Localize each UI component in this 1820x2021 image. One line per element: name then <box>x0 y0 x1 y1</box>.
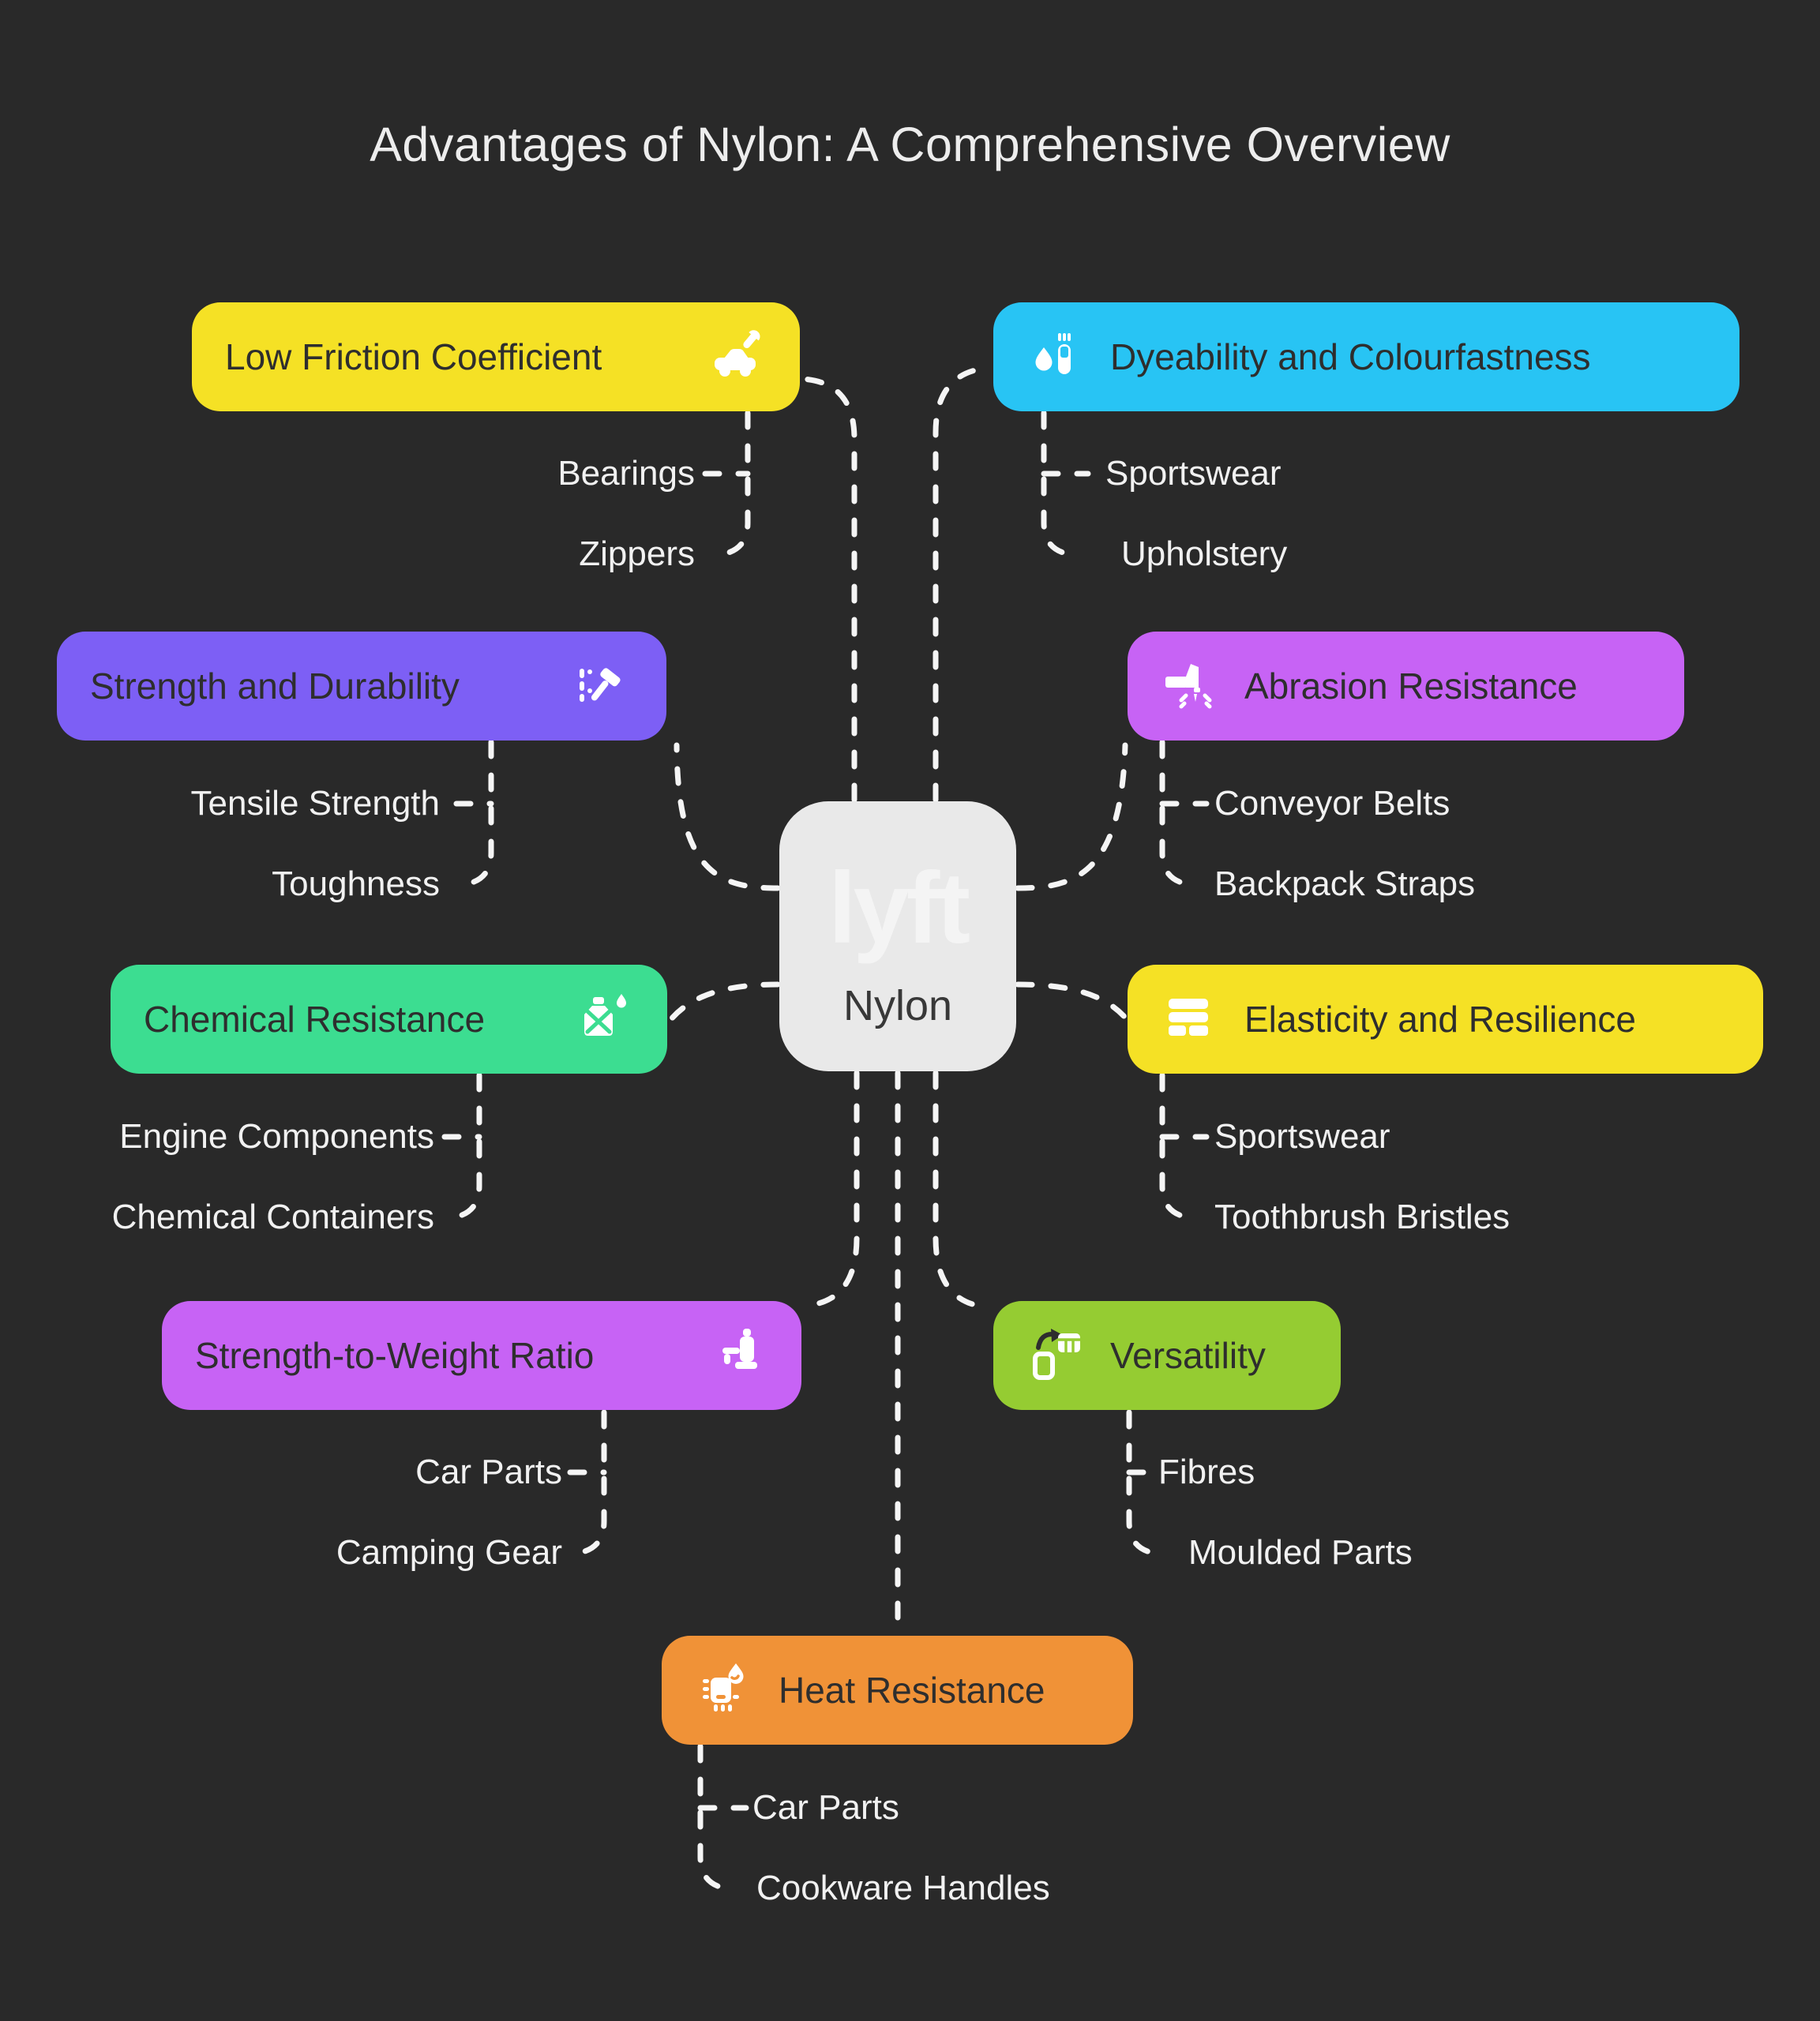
child-label: Tensile Strength <box>190 784 440 823</box>
connector-chemical-children <box>441 1072 482 1221</box>
node-elasticity: Elasticity and Resilience <box>1128 965 1763 1074</box>
child-label: Toothbrush Bristles <box>1214 1198 1510 1236</box>
center-node-nylon: lyft Nylon <box>779 801 1016 1071</box>
node-label: Chemical Resistance <box>144 999 486 1040</box>
connector-heat-children <box>697 1743 749 1892</box>
child-label: Bearings <box>557 454 695 493</box>
child-label: Chemical Containers <box>111 1198 434 1236</box>
child-label: Moulded Parts <box>1188 1533 1413 1572</box>
hammer-spark-icon <box>1161 658 1221 714</box>
connector-low-friction-children <box>702 410 751 558</box>
page-title: Advantages of Nylon: A Comprehensive Ove… <box>370 118 1450 171</box>
node-label: Strength and Durability <box>90 666 460 707</box>
node-heat: Heat Resistance <box>662 1636 1133 1745</box>
child-label: Camping Gear <box>336 1533 562 1572</box>
connector-dyeability-children <box>1041 410 1091 558</box>
dye-droplet-tube-icon <box>1026 328 1086 385</box>
node-dyeability: Dyeability and Colourfastness <box>993 302 1739 411</box>
connector-strength-weight-children <box>567 1409 607 1557</box>
child-label: Fibres <box>1158 1453 1255 1491</box>
child-label: Sportswear <box>1214 1117 1390 1156</box>
child-label: Cookware Handles <box>756 1869 1050 1907</box>
connector-center-to-strength-weight <box>801 1070 860 1309</box>
node-label: Strength-to-Weight Ratio <box>195 1335 595 1376</box>
child-label: Sportswear <box>1105 454 1282 493</box>
node-abrasion: Abrasion Resistance <box>1128 632 1684 741</box>
hammer-strike-icon <box>573 658 633 714</box>
node-label: Elasticity and Resilience <box>1244 999 1637 1040</box>
child-label: Car Parts <box>415 1453 562 1491</box>
connector-elasticity-children <box>1159 1072 1210 1221</box>
node-strength-durability: Strength and Durability <box>57 632 666 741</box>
child-label: Conveyor Belts <box>1214 784 1450 823</box>
node-label: Versatility <box>1110 1335 1266 1376</box>
connector-center-to-dyeability <box>933 365 992 803</box>
child-label: Engine Components <box>119 1117 434 1156</box>
layout-cells-icon <box>1161 991 1221 1048</box>
connector-strength-durability-children <box>453 739 494 888</box>
center-node-label: Nylon <box>842 982 953 1029</box>
connector-center-to-chemical <box>667 981 781 1023</box>
node-versatility: Versatility <box>993 1301 1341 1410</box>
node-label: Heat Resistance <box>779 1670 1045 1711</box>
child-label: Car Parts <box>752 1788 899 1827</box>
connector-center-to-low-friction <box>799 376 857 803</box>
node-label: Dyeability and Colourfastness <box>1110 336 1591 377</box>
child-label: Zippers <box>579 534 695 573</box>
connector-center-to-abrasion <box>1015 742 1128 891</box>
car-repair-icon <box>707 328 767 385</box>
child-label: Upholstery <box>1121 534 1288 573</box>
lyft-logo: lyft <box>828 852 970 965</box>
node-chemical: Chemical Resistance <box>111 965 667 1074</box>
connector-center-to-versatility <box>933 1070 993 1310</box>
node-label: Abrasion Resistance <box>1244 666 1578 707</box>
chemical-flask-icon <box>574 991 634 1048</box>
connector-center-to-strength-durability <box>674 742 781 891</box>
chip-flame-icon <box>695 1662 755 1719</box>
connector-center-to-elasticity <box>1015 981 1129 1022</box>
pump-scale-icon <box>708 1327 768 1384</box>
connector-abrasion-children <box>1159 739 1210 888</box>
child-label: Backpack Straps <box>1214 864 1476 903</box>
node-strength-weight: Strength-to-Weight Ratio <box>162 1301 801 1410</box>
device-grid-icon <box>1026 1327 1086 1384</box>
connector-versatility-children <box>1126 1409 1162 1557</box>
node-label: Low Friction Coefficient <box>225 336 602 377</box>
node-low-friction: Low Friction Coefficient <box>192 302 800 411</box>
child-label: Toughness <box>272 864 440 903</box>
